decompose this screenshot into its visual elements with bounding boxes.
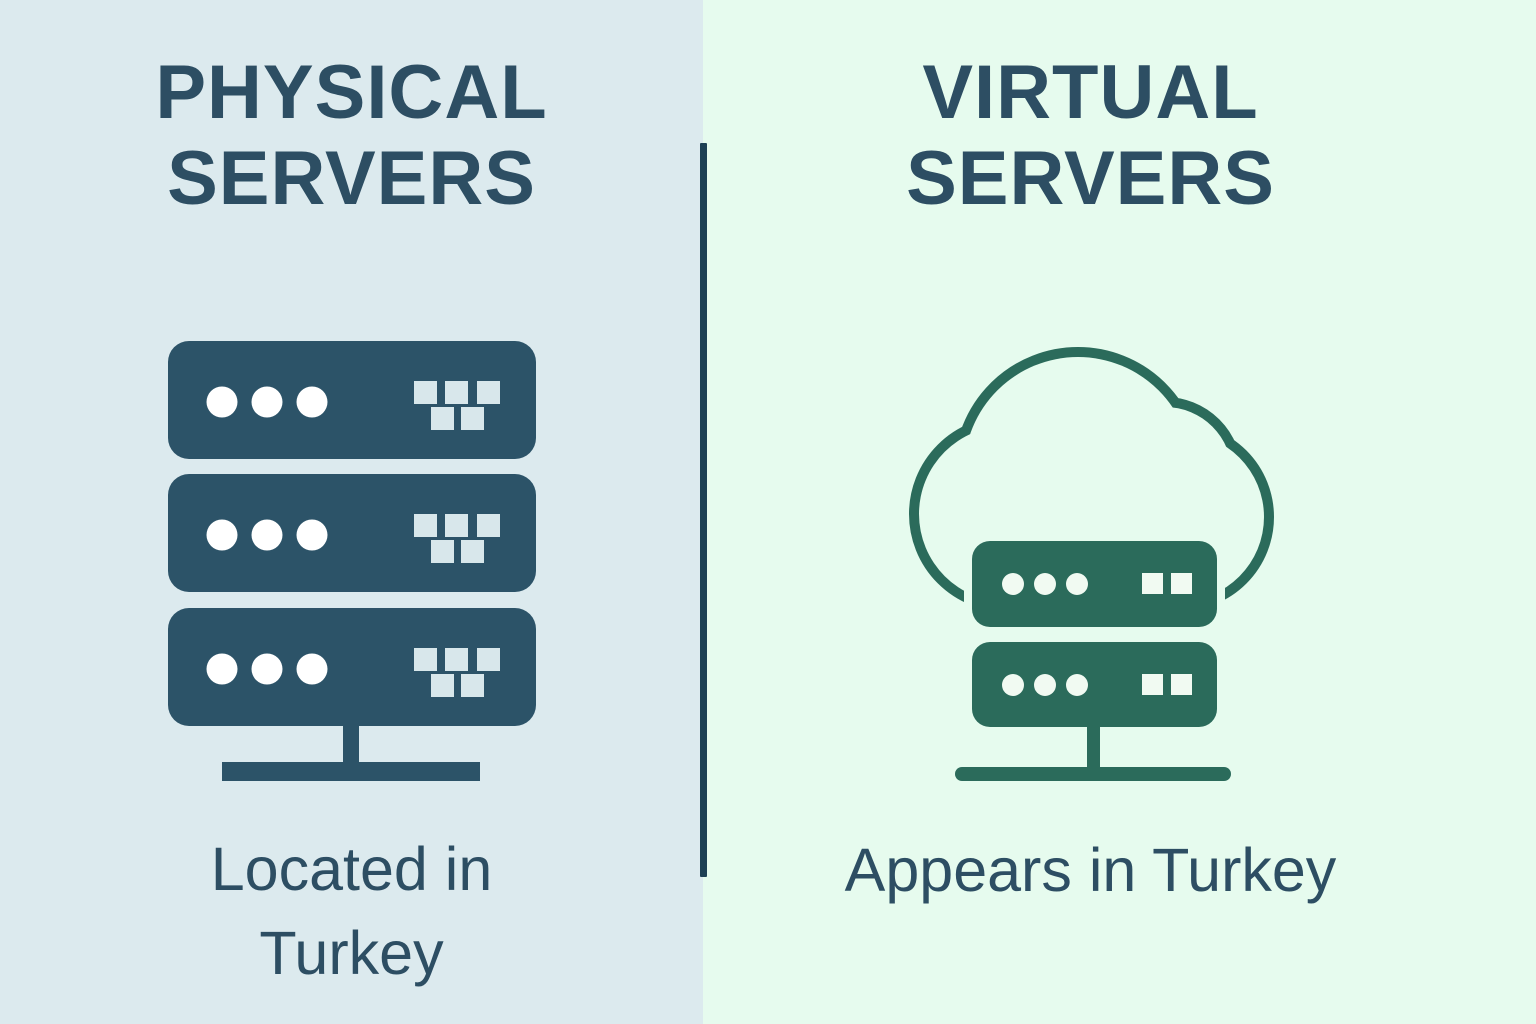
- title-line-2: SERVERS: [167, 136, 536, 221]
- physical-servers-panel: PHYSICAL SERVERS: [0, 0, 703, 1024]
- physical-servers-title: PHYSICAL SERVERS: [155, 50, 547, 222]
- physical-servers-caption: Located in Turkey: [211, 827, 493, 995]
- server-stand: [954, 725, 1231, 781]
- virtual-servers-title: VIRTUAL SERVERS: [906, 50, 1275, 222]
- cloud-server-icon: [908, 345, 1274, 782]
- cloud-server-svg: [908, 346, 1274, 781]
- server-rack-icon: [167, 340, 537, 783]
- title-line-2: SERVERS: [906, 136, 1275, 221]
- caption-line-2: Turkey: [259, 918, 444, 987]
- virtual-server-unit-1: [963, 532, 1225, 635]
- virtual-servers-caption: Appears in Turkey: [845, 828, 1337, 912]
- caption-line: Appears in Turkey: [844, 835, 1337, 904]
- server-rack-svg: [167, 340, 536, 781]
- vertical-divider: [700, 143, 707, 877]
- title-line-1: VIRTUAL: [922, 50, 1259, 135]
- server-stand: [221, 725, 480, 781]
- virtual-server-unit-2: [963, 633, 1225, 735]
- server-unit-3: [167, 607, 536, 726]
- virtual-servers-panel: VIRTUAL SERVERS: [703, 0, 1536, 1024]
- server-unit-1: [167, 340, 536, 459]
- server-unit-2: [167, 473, 536, 592]
- caption-line-1: Located in: [210, 834, 493, 903]
- title-line-1: PHYSICAL: [155, 50, 548, 135]
